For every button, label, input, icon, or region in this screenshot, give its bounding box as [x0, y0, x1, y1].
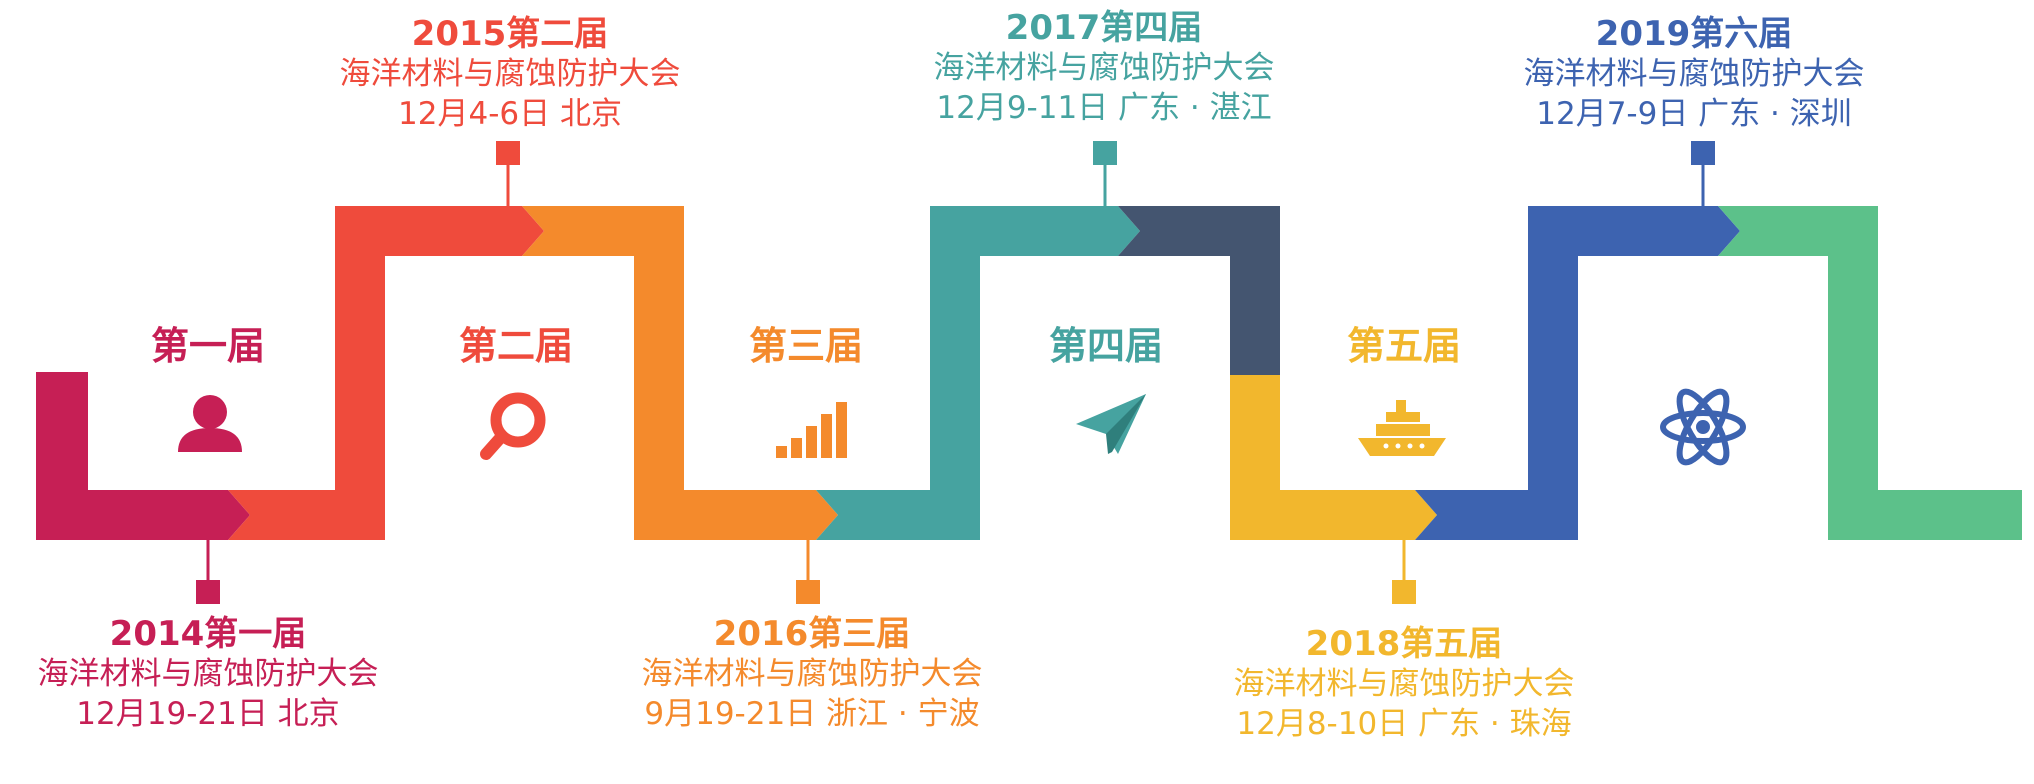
event-date: 12月7-9日 广东 · 深圳 [1536, 96, 1852, 132]
segment-6-yellow [1230, 375, 1437, 540]
segment-5-navy [1118, 206, 1280, 375]
event-2014: 2014第一届 海洋材料与腐蚀防护大会 12月19-21日 北京 [28, 614, 388, 734]
event-date: 12月9-11日 广东 · 湛江 [936, 90, 1272, 126]
event-date: 12月19-21日 北京 [76, 696, 340, 732]
event-2016: 2016第三届 海洋材料与腐蚀防护大会 9月19-21日 浙江 · 宁波 [632, 614, 992, 734]
segment-2-red [228, 206, 544, 540]
pin-6 [1691, 141, 1715, 206]
segment-4-teal [816, 206, 1140, 540]
event-date: 9月19-21日 浙江 · 宁波 [644, 696, 980, 732]
user-icon [160, 390, 260, 470]
pin-5 [1392, 540, 1416, 604]
segment-8-green [1718, 206, 2022, 540]
pin-4 [1093, 141, 1117, 206]
event-name: 海洋材料与腐蚀防护大会 [1523, 56, 1865, 92]
event-title: 2016第三届 [713, 614, 911, 654]
event-2017: 2017第四届 海洋材料与腐蚀防护大会 12月9-11日 广东 · 湛江 [924, 8, 1284, 128]
stage-label-5: 第五届 [1346, 324, 1461, 368]
segment-1-magenta [36, 372, 250, 540]
event-title: 2014第一届 [109, 614, 307, 654]
segment-7-blue [1415, 206, 1740, 540]
stage-label-3: 第三届 [748, 324, 863, 368]
stage-label-1: 第一届 [150, 324, 265, 368]
event-name: 海洋材料与腐蚀防护大会 [641, 656, 983, 692]
event-title: 2015第二届 [411, 14, 609, 54]
event-title: 2018第五届 [1305, 624, 1503, 664]
stage-label-4: 第四届 [1048, 324, 1163, 368]
event-date: 12月8-10日 广东 · 珠海 [1236, 706, 1572, 742]
pin-1 [196, 540, 220, 604]
signal-bars-icon [758, 388, 858, 468]
magnifier-icon [462, 388, 562, 468]
event-title: 2019第六届 [1595, 14, 1793, 54]
event-title: 2017第四届 [1005, 8, 1203, 48]
event-2018: 2018第五届 海洋材料与腐蚀防护大会 12月8-10日 广东 · 珠海 [1224, 624, 1584, 744]
event-name: 海洋材料与腐蚀防护大会 [37, 656, 379, 692]
event-name: 海洋材料与腐蚀防护大会 [1233, 666, 1575, 702]
event-name: 海洋材料与腐蚀防护大会 [339, 56, 681, 92]
ship-icon [1352, 388, 1452, 468]
event-2015: 2015第二届 海洋材料与腐蚀防护大会 12月4-6日 北京 [330, 14, 690, 134]
stage-label-2: 第二届 [458, 324, 573, 368]
event-name: 海洋材料与腐蚀防护大会 [933, 50, 1275, 86]
pin-3 [796, 540, 820, 604]
event-date: 12月4-6日 北京 [398, 96, 622, 132]
atom-icon [1653, 382, 1753, 466]
segment-3-orange [522, 206, 838, 540]
pin-2 [496, 141, 520, 206]
event-2019: 2019第六届 海洋材料与腐蚀防护大会 12月7-9日 广东 · 深圳 [1514, 14, 1874, 134]
paper-plane-icon [1060, 388, 1160, 468]
